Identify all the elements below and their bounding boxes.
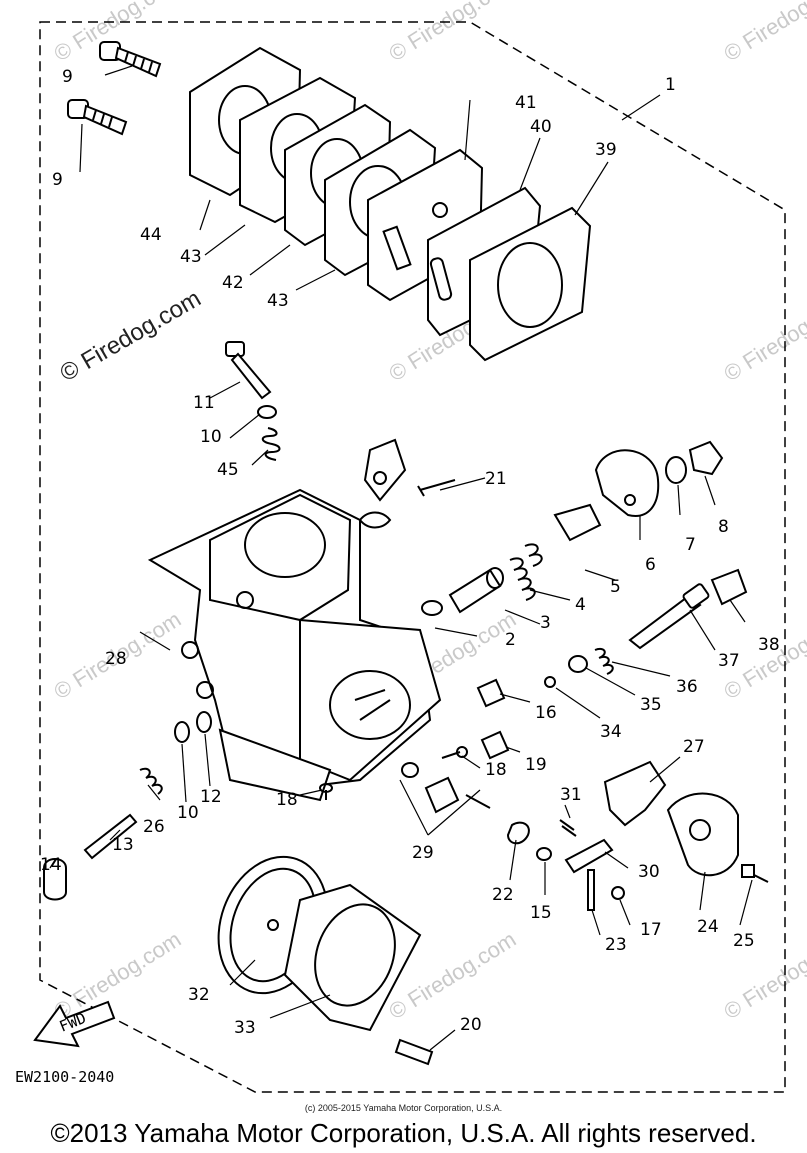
screw-part (99, 41, 162, 78)
callout-11: 11 (193, 393, 215, 413)
parts-diagram: © Firedog.com © Firedog.com © Firedog.co… (15, 0, 807, 1093)
spring-part (139, 767, 163, 795)
reference-code: EW2100-2040 (15, 1068, 114, 1086)
watermark: © Firedog.com (56, 285, 206, 387)
watermark: © Firedog.com (719, 288, 807, 386)
callout-18: 18 (485, 760, 507, 780)
screw-part (67, 99, 128, 136)
linkage-part (363, 438, 407, 502)
leader-lines (49, 65, 753, 1051)
callout-43: 43 (180, 247, 202, 267)
callout-45: 45 (217, 460, 239, 480)
spring-part (594, 648, 614, 675)
jet-part (476, 678, 506, 708)
callout-9: 9 (62, 67, 73, 87)
callout-27: 27 (683, 737, 705, 757)
callout-24: 24 (697, 917, 719, 937)
callout-21: 21 (485, 469, 507, 489)
small-copyright: (c) 2005-2015 Yamaha Motor Corporation, … (304, 1103, 503, 1113)
callout-7: 7 (685, 535, 696, 555)
copyright-notice: ©2013 Yamaha Motor Corporation, U.S.A. A… (50, 1118, 757, 1148)
callout-41: 41 (515, 93, 537, 113)
callout-5: 5 (610, 577, 621, 597)
callout-34: 34 (600, 722, 622, 742)
clip-part (710, 568, 748, 606)
callout-28: 28 (105, 649, 127, 669)
nut-part (688, 440, 724, 476)
callout-15: 15 (530, 903, 552, 923)
bracket-part (603, 760, 667, 827)
callout-10: 10 (200, 427, 222, 447)
callout-1: 1 (665, 75, 676, 95)
callout-8: 8 (718, 517, 729, 537)
fwd-arrow-icon (33, 1000, 116, 1048)
callouts: 1 2 3 4 5 6 7 8 9 9 10 10 11 12 13 14 15… (40, 67, 780, 1038)
diaphragm-part (469, 206, 592, 362)
callout-38: 38 (758, 635, 780, 655)
screw-part (83, 813, 138, 860)
callout-36: 36 (676, 677, 698, 697)
callout-12: 12 (200, 787, 222, 807)
callout-23: 23 (605, 935, 627, 955)
cap-part (43, 858, 67, 901)
valve-part (564, 838, 614, 874)
cover-part (283, 883, 422, 1032)
callout-16: 16 (535, 703, 557, 723)
lever-part (553, 503, 602, 542)
bolt-part (225, 341, 272, 400)
callout-10: 10 (177, 803, 199, 823)
callout-44: 44 (140, 225, 162, 245)
cover-part (666, 792, 739, 877)
needle-part (628, 593, 702, 650)
callout-17: 17 (640, 920, 662, 940)
callout-4: 4 (575, 595, 586, 615)
spring-part (509, 543, 543, 601)
watermark: © Firedog.com (49, 926, 185, 1024)
callout-14: 14 (40, 855, 62, 875)
callout-29: 29 (412, 843, 434, 863)
callout-20: 20 (460, 1015, 482, 1035)
callout-39: 39 (595, 140, 617, 160)
callout-26: 26 (143, 817, 165, 837)
callout-25: 25 (733, 931, 755, 951)
assembly-boundary (39, 21, 786, 1093)
callout-37: 37 (718, 651, 740, 671)
callout-22: 22 (492, 885, 514, 905)
jet-holder-part (424, 776, 460, 814)
callout-30: 30 (638, 862, 660, 882)
callout-6: 6 (645, 555, 656, 575)
callout-31: 31 (560, 785, 582, 805)
sleeve-part (448, 568, 502, 614)
screw-part (394, 1038, 434, 1066)
callout-19: 19 (525, 755, 547, 775)
watermark: © Firedog.com (719, 0, 807, 66)
watermark: © Firedog.com (384, 0, 520, 66)
callout-35: 35 (640, 695, 662, 715)
callout-9: 9 (52, 170, 63, 190)
callout-42: 42 (222, 273, 244, 293)
callout-18: 18 (276, 790, 298, 810)
callout-43: 43 (267, 291, 289, 311)
callout-33: 33 (234, 1018, 256, 1038)
callout-32: 32 (188, 985, 210, 1005)
callout-40: 40 (530, 117, 552, 137)
callout-2: 2 (505, 630, 516, 650)
cam-part (594, 449, 660, 517)
callout-13: 13 (112, 835, 134, 855)
screw-part (417, 479, 456, 497)
callout-3: 3 (540, 613, 551, 633)
jet-part (480, 730, 510, 760)
